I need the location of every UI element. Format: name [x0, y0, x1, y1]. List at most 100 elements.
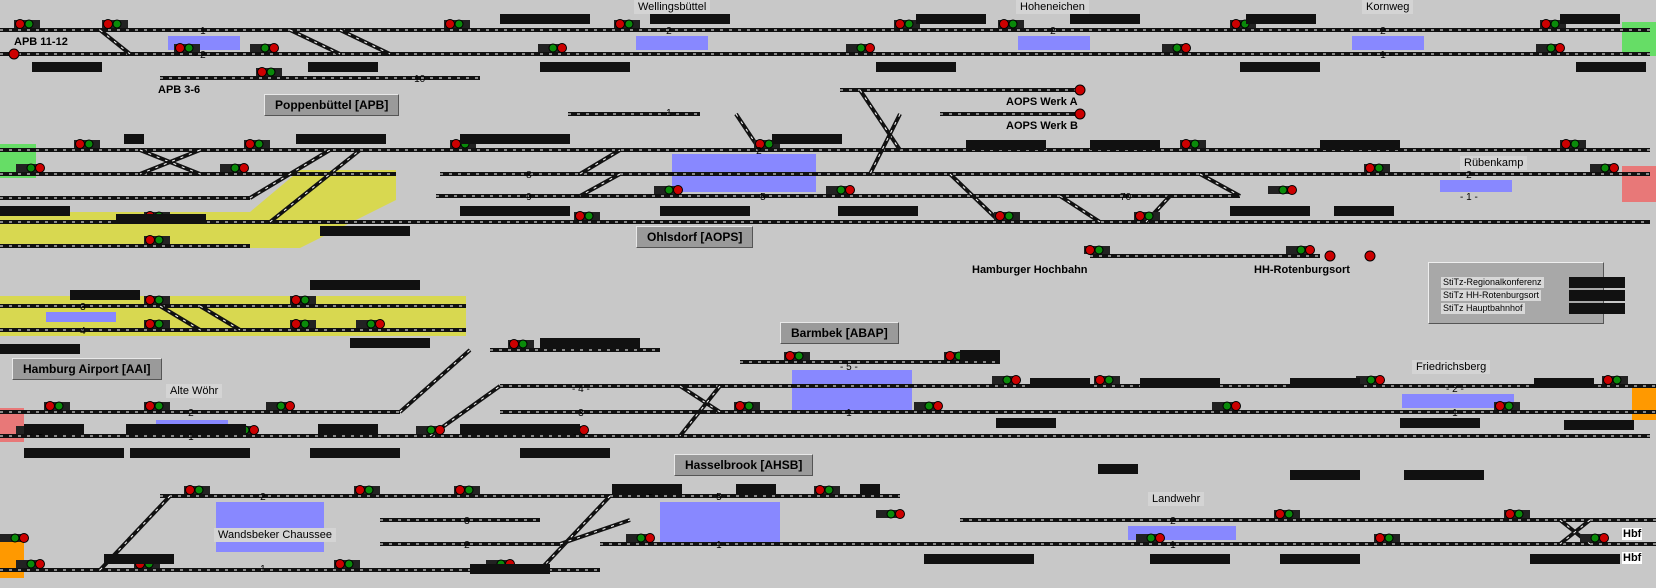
- signal-green-aspect[interactable]: [154, 235, 164, 245]
- counter-display[interactable]: [116, 214, 206, 224]
- buffer-stop[interactable]: [1074, 84, 1086, 96]
- signal-red-aspect[interactable]: [75, 139, 85, 149]
- boundary-block-orange[interactable]: [1632, 384, 1656, 420]
- signal-red-aspect[interactable]: [933, 401, 943, 411]
- signal-green-aspect[interactable]: [194, 485, 204, 495]
- signal-green-aspect[interactable]: [154, 295, 164, 305]
- signal-red-aspect[interactable]: [557, 43, 567, 53]
- counter-display[interactable]: [350, 338, 430, 348]
- signal-green-aspect[interactable]: [230, 163, 240, 173]
- counter-display[interactable]: [320, 226, 410, 236]
- station-ohlsdorf[interactable]: Ohlsdorf [AOPS]: [636, 226, 754, 248]
- counter-display[interactable]: [460, 134, 570, 144]
- signal-red-aspect[interactable]: [1181, 43, 1191, 53]
- counter-display[interactable]: [1280, 554, 1360, 564]
- counter-display[interactable]: [104, 554, 174, 564]
- counter-display[interactable]: [860, 484, 880, 494]
- signal-green-aspect[interactable]: [1590, 533, 1600, 543]
- counter-display[interactable]: [1400, 418, 1480, 428]
- counter-display[interactable]: [1576, 62, 1646, 72]
- counter-display[interactable]: [1098, 464, 1138, 474]
- signal-green-aspect[interactable]: [10, 533, 20, 543]
- signal-green-aspect[interactable]: [454, 19, 464, 29]
- signal-red-aspect[interactable]: [15, 19, 25, 29]
- signal-green-aspect[interactable]: [924, 401, 934, 411]
- station-poppenbuettel[interactable]: Poppenbüttel [APB]: [264, 94, 400, 116]
- signal-green-aspect[interactable]: [1374, 163, 1384, 173]
- counter-display[interactable]: [126, 424, 246, 434]
- signal-green-aspect[interactable]: [744, 401, 754, 411]
- signal-red-aspect[interactable]: [257, 67, 267, 77]
- signal-red-aspect[interactable]: [145, 401, 155, 411]
- signal-green-aspect[interactable]: [364, 485, 374, 495]
- station-hamburg-airport[interactable]: Hamburg Airport [AAI]: [12, 358, 162, 380]
- counter-display[interactable]: [1290, 470, 1360, 480]
- signal-green-aspect[interactable]: [904, 19, 914, 29]
- counter-display[interactable]: [916, 14, 986, 24]
- buffer-stop[interactable]: [1324, 250, 1336, 262]
- counter-display[interactable]: [1230, 206, 1310, 216]
- signal-green-aspect[interactable]: [1550, 19, 1560, 29]
- signal-green-aspect[interactable]: [184, 43, 194, 53]
- signal-red-aspect[interactable]: [1609, 163, 1619, 173]
- signal-red-aspect[interactable]: [1011, 375, 1021, 385]
- signal-green-aspect[interactable]: [84, 139, 94, 149]
- signal-red-aspect[interactable]: [1603, 375, 1613, 385]
- signal-green-aspect[interactable]: [636, 533, 646, 543]
- counter-display[interactable]: [924, 554, 1034, 564]
- signal-green-aspect[interactable]: [1144, 211, 1154, 221]
- counter-display[interactable]: [660, 206, 750, 216]
- counter-display[interactable]: [0, 206, 70, 216]
- signal-green-aspect[interactable]: [26, 559, 36, 569]
- counter-display[interactable]: [876, 62, 956, 72]
- signal-green-aspect[interactable]: [836, 185, 846, 195]
- signal-green-aspect[interactable]: [112, 19, 122, 29]
- signal-green-aspect[interactable]: [1296, 245, 1306, 255]
- signal-red-aspect[interactable]: [1231, 401, 1241, 411]
- signal-green-aspect[interactable]: [1094, 245, 1104, 255]
- counter-display[interactable]: [650, 14, 730, 24]
- signal-red-aspect[interactable]: [1095, 375, 1105, 385]
- signal-red-aspect[interactable]: [945, 351, 955, 361]
- counter-display[interactable]: [318, 424, 378, 434]
- buffer-stop[interactable]: [1074, 108, 1086, 120]
- signal-green-aspect[interactable]: [54, 401, 64, 411]
- signal-green-aspect[interactable]: [464, 485, 474, 495]
- signal-red-aspect[interactable]: [1181, 139, 1191, 149]
- counter-display[interactable]: [460, 424, 580, 434]
- signal-green-aspect[interactable]: [1284, 509, 1294, 519]
- signal-red-aspect[interactable]: [19, 533, 29, 543]
- signal-red-aspect[interactable]: [1599, 533, 1609, 543]
- station-hasselbrook[interactable]: Hasselbrook [AHSB]: [674, 454, 814, 476]
- buffer-stop[interactable]: [8, 48, 20, 60]
- signal-red-aspect[interactable]: [249, 425, 259, 435]
- counter-display[interactable]: [296, 134, 386, 144]
- signal-red-aspect[interactable]: [1275, 509, 1285, 519]
- signal-green-aspect[interactable]: [24, 19, 34, 29]
- counter-display[interactable]: [130, 448, 250, 458]
- signal-green-aspect[interactable]: [1514, 509, 1524, 519]
- signal-green-aspect[interactable]: [1222, 401, 1232, 411]
- signal-red-aspect[interactable]: [1305, 245, 1315, 255]
- track[interactable]: [538, 494, 612, 572]
- counter-display[interactable]: [310, 280, 420, 290]
- signal-red-aspect[interactable]: [1505, 509, 1515, 519]
- signal-red-aspect[interactable]: [1287, 185, 1297, 195]
- signal-green-aspect[interactable]: [1278, 185, 1288, 195]
- signal-red-aspect[interactable]: [269, 43, 279, 53]
- signal-red-aspect[interactable]: [285, 401, 295, 411]
- counter-display[interactable]: [310, 448, 400, 458]
- signal-green-aspect[interactable]: [1384, 533, 1394, 543]
- signal-green-aspect[interactable]: [824, 485, 834, 495]
- counter-display[interactable]: [124, 134, 144, 144]
- boundary-block-green[interactable]: [1622, 22, 1656, 56]
- signal-green-aspect[interactable]: [794, 351, 804, 361]
- stitz-row-regionalkonferenz[interactable]: StiTz-Regionalkonferenz: [1441, 277, 1625, 289]
- counter-display[interactable]: [772, 134, 842, 144]
- counter-display[interactable]: [1530, 554, 1620, 564]
- signal-red-aspect[interactable]: [375, 319, 385, 329]
- station-barmbek[interactable]: Barmbek [ABAP]: [780, 322, 899, 344]
- signal-green-aspect[interactable]: [518, 339, 528, 349]
- signal-green-aspect[interactable]: [548, 43, 558, 53]
- counter-display[interactable]: [1334, 206, 1394, 216]
